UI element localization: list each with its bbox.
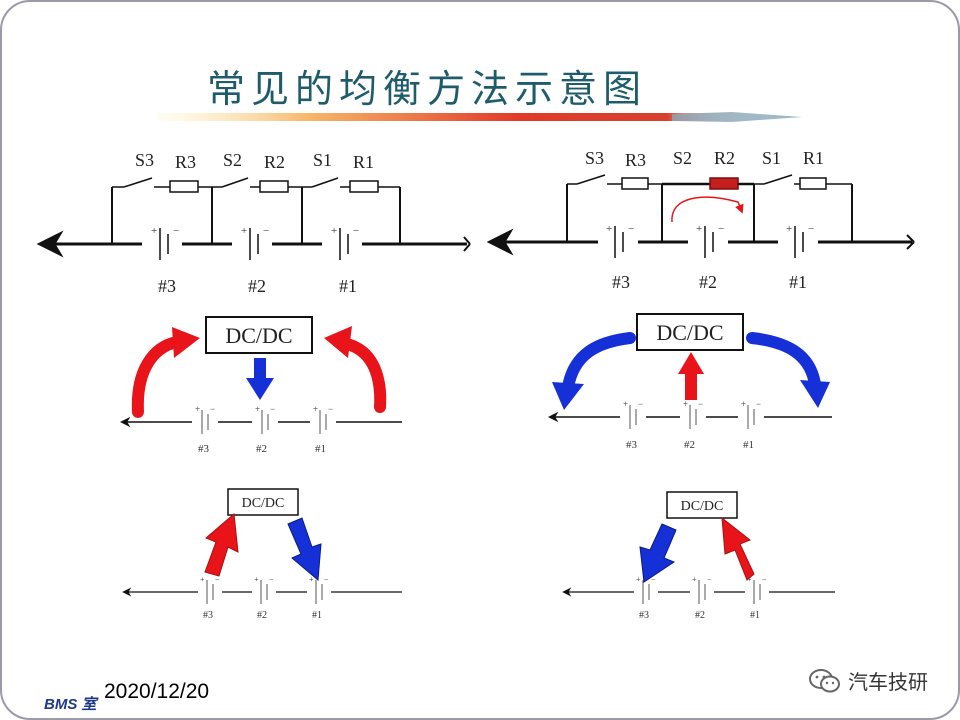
svg-text:−: − (353, 225, 359, 237)
svg-text:−: − (762, 575, 767, 584)
svg-text:+: + (254, 575, 259, 584)
resistor-label: R3 (625, 150, 646, 170)
svg-text:−: − (718, 223, 724, 235)
svg-text:−: − (756, 399, 761, 409)
svg-text:+: + (313, 404, 318, 414)
svg-text:+: + (331, 225, 337, 237)
svg-text:+: + (696, 223, 702, 235)
svg-text:−: − (270, 404, 275, 414)
switch-label: S3 (135, 150, 154, 170)
cell-label: #2 (695, 610, 705, 621)
resistor-label: R1 (803, 148, 824, 168)
svg-text:+: + (309, 575, 314, 584)
cell-label: #3 (626, 439, 638, 451)
svg-text:+: + (200, 575, 205, 584)
svg-text:+: + (741, 399, 746, 409)
dcdc-label: DC/DC (656, 320, 723, 345)
dcdc-label: DC/DC (225, 323, 292, 348)
svg-text:−: − (628, 223, 634, 235)
svg-text:−: − (173, 225, 179, 237)
svg-text:+: + (255, 404, 260, 414)
svg-text:+: + (692, 575, 697, 584)
svg-text:+: + (241, 225, 247, 237)
wechat-watermark: 汽车技研 (808, 666, 928, 695)
svg-text:+: + (606, 223, 612, 235)
cell-label: #1 (312, 610, 322, 621)
dcdc-mid-left: DC/DC +− +− +− #3 #2 #1 (119, 316, 402, 455)
svg-text:−: − (215, 575, 220, 584)
cell-label: #1 (315, 443, 326, 455)
svg-text:−: − (638, 399, 643, 409)
svg-text:+: + (151, 225, 157, 237)
switch-label: S1 (313, 150, 332, 170)
dcdc-mid-right: DC/DC +− +− +− #3 #2 #1 (547, 313, 832, 451)
resistor-label: R2 (714, 148, 735, 168)
svg-text:−: − (324, 575, 329, 584)
page-title: 常见的均衡方法示意图 (207, 67, 648, 111)
circuit-right: + − + − + − S3 R3 S2 R2 S1 R1 #3 #2 #1 (486, 148, 915, 292)
svg-text:−: − (263, 225, 269, 237)
switch-label: S1 (762, 148, 781, 168)
svg-text:+: + (747, 575, 752, 584)
dcdc-label: DC/DC (681, 499, 724, 514)
cell-label: #2 (248, 276, 266, 296)
svg-text:+: + (195, 404, 200, 414)
resistor-label: R3 (175, 152, 196, 172)
resistor-label: R1 (353, 152, 374, 172)
wechat-name: 汽车技研 (848, 670, 928, 694)
svg-text:−: − (698, 399, 703, 409)
cell-label: #2 (699, 272, 717, 292)
switch-label: S3 (585, 148, 604, 168)
dcdc-label: DC/DC (242, 496, 285, 511)
switch-label: S2 (673, 148, 692, 168)
svg-text:−: − (808, 223, 814, 235)
svg-text:−: − (707, 575, 712, 584)
svg-text:+: + (623, 399, 628, 409)
svg-text:−: − (328, 404, 333, 414)
cell-label: #3 (639, 610, 649, 621)
footer-date: 2020/12/20 (104, 680, 210, 703)
svg-text:+: + (786, 223, 792, 235)
cell-label: #2 (256, 443, 267, 455)
cell-label: #3 (612, 272, 630, 292)
cell-label: #2 (257, 610, 267, 621)
cell-label: #1 (750, 610, 760, 621)
dcdc-bottom-right: DC/DC + − + − + − #3 #2 #1 (562, 491, 835, 621)
svg-text:−: − (269, 575, 274, 584)
wechat-icon (809, 668, 840, 692)
cell-label: #3 (203, 610, 213, 621)
circuit-left: + − + − + − S3 R3 S2 R2 S1 R1 #3 #2 #1 (36, 150, 471, 296)
resistor-label: R2 (264, 152, 285, 172)
footer-org: BMS 室 (44, 696, 97, 713)
cell-label: #3 (198, 443, 210, 455)
cell-label: #2 (684, 439, 695, 451)
svg-text:+: + (636, 575, 641, 584)
switch-label: S2 (223, 150, 242, 170)
svg-text:−: − (651, 575, 656, 584)
cell-label: #3 (158, 276, 176, 296)
cell-label: #1 (743, 439, 754, 451)
svg-text:−: − (210, 404, 215, 414)
cell-label: #1 (789, 272, 807, 292)
svg-text:+: + (683, 399, 688, 409)
cell-label: #1 (339, 276, 357, 296)
dcdc-bottom-left: DC/DC + − + − + − #3 #2 #1 (122, 488, 402, 621)
